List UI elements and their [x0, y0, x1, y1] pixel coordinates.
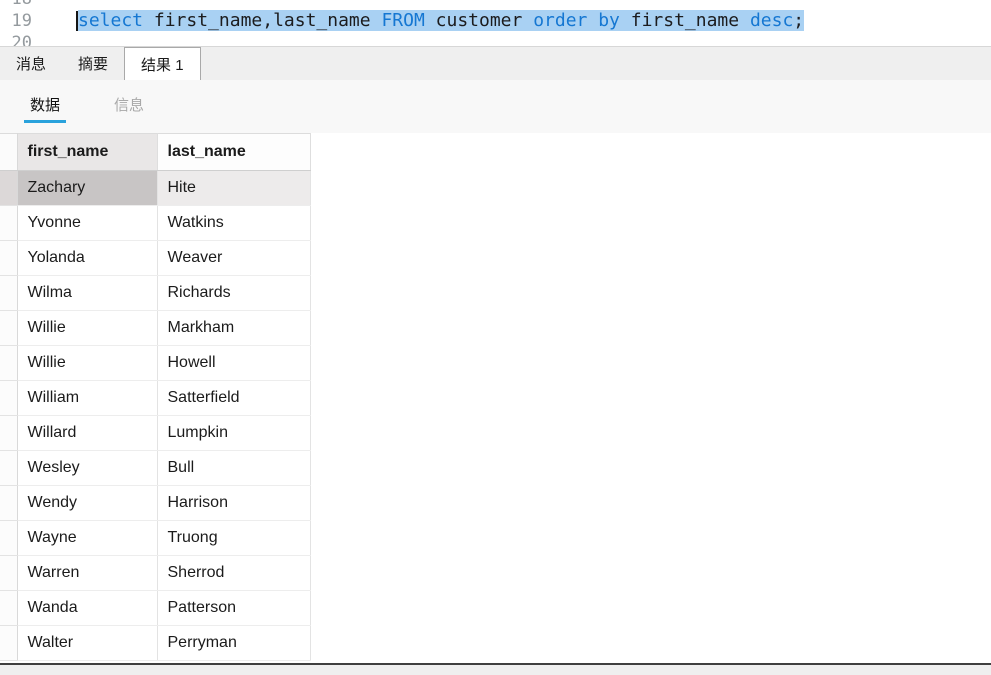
tab-strip: 消息 摘要结果 1 — [0, 46, 991, 80]
sql-keyword: FROM — [381, 10, 425, 31]
sql-text: first_name,last_name — [143, 10, 382, 31]
line-number: 20 — [11, 33, 32, 46]
sql-text: customer — [424, 10, 534, 31]
table-cell[interactable]: Weaver — [157, 240, 311, 276]
row-header[interactable] — [0, 415, 18, 451]
table-cell[interactable]: Yvonne — [17, 205, 158, 241]
table-cell[interactable]: Walter — [17, 625, 158, 661]
sql-text: first_name — [619, 10, 750, 31]
subtab-bar: 数据 信息 — [0, 80, 991, 133]
editor-line: 20 — [0, 32, 991, 46]
sql-text: ; — [793, 10, 805, 31]
sql-keyword: order by — [533, 10, 620, 31]
table-cell[interactable]: Howell — [157, 345, 311, 381]
table-cell[interactable]: Truong — [157, 520, 311, 556]
table-cell[interactable]: Zachary — [17, 170, 158, 206]
bottom-panel — [0, 665, 991, 675]
row-header[interactable] — [0, 520, 18, 556]
line-number: 19 — [11, 11, 32, 31]
column-header-last-name[interactable]: last_name — [157, 133, 311, 171]
row-header[interactable] — [0, 380, 18, 416]
row-header[interactable] — [0, 450, 18, 486]
row-header[interactable] — [0, 485, 18, 521]
column-header-first-name[interactable]: first_name — [17, 133, 158, 171]
sql-editor[interactable]: 1819 select first_name,last_name FROM cus… — [0, 0, 991, 46]
row-header[interactable] — [0, 310, 18, 346]
tab-summary[interactable]: 摘要 — [78, 56, 109, 73]
sql-selected-text: select first_name,last_name FROM custome… — [78, 10, 805, 31]
table-cell[interactable]: Perryman — [157, 625, 311, 661]
editor-line: 18 — [0, 0, 991, 10]
table-cell[interactable]: Wilma — [17, 275, 158, 311]
sql-keyword: desc — [749, 10, 794, 31]
table-cell[interactable]: Harrison — [157, 485, 311, 521]
line-number: 18 — [0, 0, 32, 10]
editor-line: 19 select first_name,last_name FROM custo… — [0, 10, 991, 32]
row-header[interactable] — [0, 555, 18, 591]
code-content: select first_name,last_name FROM custome… — [32, 10, 805, 32]
row-header[interactable] — [0, 345, 18, 381]
table-cell[interactable]: Wendy — [17, 485, 158, 521]
table-cell[interactable]: Warren — [17, 555, 158, 591]
table-cell[interactable]: Lumpkin — [157, 415, 311, 451]
row-header[interactable] — [0, 625, 18, 661]
table-cell[interactable]: Willie — [17, 310, 158, 346]
table-cell[interactable]: Satterfield — [157, 380, 311, 416]
tab-result-1[interactable]: 结果 1 — [124, 47, 201, 80]
row-header[interactable] — [0, 170, 18, 206]
table-cell[interactable]: Wesley — [17, 450, 158, 486]
tab-messages[interactable]: 消息 — [16, 56, 47, 73]
row-header[interactable] — [0, 590, 18, 626]
table-cell[interactable]: Wanda — [17, 590, 158, 626]
table-cell[interactable]: Willie — [17, 345, 158, 381]
row-header[interactable] — [0, 205, 18, 241]
code-content — [32, 0, 76, 10]
table-cell[interactable]: Patterson — [157, 590, 311, 626]
corner-header-cell[interactable] — [0, 133, 18, 171]
table-cell[interactable]: Bull — [157, 450, 311, 486]
table-cell[interactable]: Hite — [157, 170, 311, 206]
sql-keyword: select — [78, 10, 144, 31]
code-content — [32, 32, 76, 46]
sql-editor-lines: 1819 select first_name,last_name FROM cus… — [0, 0, 991, 46]
table-cell[interactable]: Willard — [17, 415, 158, 451]
subtab-info[interactable]: 信息 — [114, 97, 145, 114]
subtab-data[interactable]: 数据 — [24, 90, 67, 123]
table-cell[interactable]: Yolanda — [17, 240, 158, 276]
table-cell[interactable]: Markham — [157, 310, 311, 346]
row-header[interactable] — [0, 240, 18, 276]
table-cell[interactable]: Sherrod — [157, 555, 311, 591]
table-cell[interactable]: Watkins — [157, 205, 311, 241]
text-caret — [76, 11, 78, 31]
table-cell[interactable]: Richards — [157, 275, 311, 311]
table-cell[interactable]: William — [17, 380, 158, 416]
table-cell[interactable]: Wayne — [17, 520, 158, 556]
row-header[interactable] — [0, 275, 18, 311]
horizontal-splitter[interactable] — [0, 663, 991, 665]
